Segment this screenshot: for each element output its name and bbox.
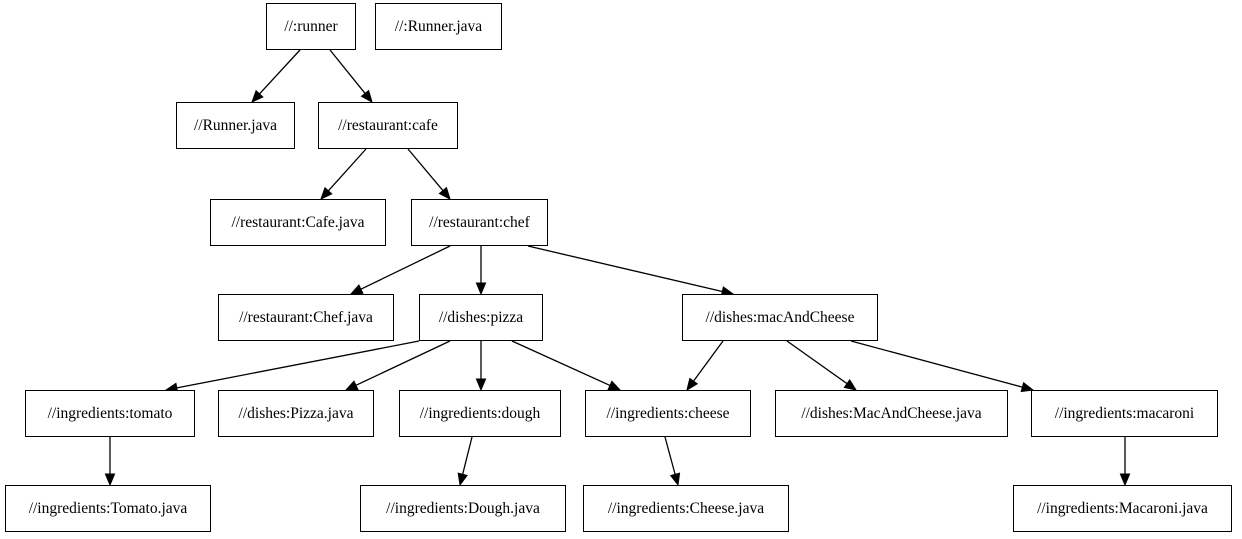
edge-dishes_pizza-to-ing_tomato (176, 340, 420, 389)
edge-dishes_mac-to-ing_cheese (692, 340, 724, 382)
arrowhead-ing_tomato-to-tomato_java (104, 473, 116, 487)
graph-node-label: //restaurant:chef (429, 213, 530, 231)
graph-node-label: //:Runner.java (394, 17, 483, 35)
arrowhead-restaurant_chef-to-chef_java (349, 284, 364, 295)
graph-node-label: //ingredients:cheese (606, 404, 730, 422)
graph-node-label: //ingredients:Macaroni.java (1037, 499, 1208, 517)
graph-node-ing_tomato[interactable]: //ingredients:tomato (25, 390, 195, 437)
graph-node-tomato_java[interactable]: //ingredients:Tomato.java (5, 485, 211, 532)
arrowhead-ing_cheese-to-cheese_java (669, 472, 681, 487)
graph-node-ing_dough[interactable]: //ingredients:dough (399, 390, 561, 437)
graph-node-label: //Runner.java (193, 116, 278, 134)
edge-ing_dough-to-dough_java (462, 436, 473, 475)
edge-runner-to-runner_java (258, 49, 301, 95)
edge-restaurant_cafe-to-restaurant_chef (407, 148, 444, 191)
edge-restaurant_chef-to-chef_java (360, 245, 451, 290)
graph-node-label: //ingredients:Dough.java (386, 499, 540, 517)
graph-node-label: //restaurant:Chef.java (239, 308, 373, 326)
arrowhead-restaurant_cafe-to-cafe_java (320, 186, 333, 200)
arrowhead-restaurant_cafe-to-restaurant_chef (438, 186, 451, 200)
edge-runner-to-restaurant_cafe (329, 49, 366, 94)
graph-node-label: //dishes:macAndCheese (705, 308, 855, 326)
arrowhead-runner-to-runner_java (251, 89, 264, 103)
graph-node-runner_java[interactable]: //Runner.java (176, 102, 295, 149)
graph-node-mac_java[interactable]: //dishes:MacAndCheese.java (775, 390, 1008, 437)
arrowhead-dishes_mac-to-mac_java (843, 378, 858, 391)
graph-node-dishes_pizza[interactable]: //dishes:pizza (419, 294, 543, 341)
arrowhead-dishes_pizza-to-pizza_java (344, 380, 359, 391)
graph-node-runner_java_root[interactable]: //:Runner.java (375, 3, 502, 50)
graph-node-label: //ingredients:tomato (47, 404, 173, 422)
graph-node-label: //dishes:pizza (438, 308, 524, 326)
graph-node-label: //restaurant:cafe (338, 116, 438, 134)
graph-node-cheese_java[interactable]: //ingredients:Cheese.java (583, 485, 789, 532)
edge-dishes_pizza-to-ing_cheese (511, 340, 611, 387)
graph-node-label: //ingredients:macaroni (1054, 404, 1195, 422)
arrowhead-restaurant_chef-to-dishes_pizza (475, 282, 487, 296)
arrowhead-dishes_mac-to-ing_macaroni (1020, 381, 1035, 393)
graph-node-restaurant_cafe[interactable]: //restaurant:cafe (318, 102, 458, 149)
edge-dishes_mac-to-ing_macaroni (850, 340, 1023, 388)
arrowhead-ing_dough-to-dough_java (457, 472, 468, 487)
graph-node-label: //dishes:MacAndCheese.java (801, 404, 982, 422)
edge-ing_cheese-to-cheese_java (664, 436, 676, 475)
arrowhead-dishes_pizza-to-ing_dough (475, 378, 487, 392)
graph-node-dough_java[interactable]: //ingredients:Dough.java (360, 485, 566, 532)
arrowhead-runner-to-restaurant_cafe (360, 89, 373, 104)
graph-node-dishes_mac[interactable]: //dishes:macAndCheese (682, 294, 878, 341)
graph-node-ing_macaroni[interactable]: //ingredients:macaroni (1031, 390, 1218, 437)
graph-node-macaroni_java[interactable]: //ingredients:Macaroni.java (1013, 485, 1232, 532)
edge-dishes_pizza-to-pizza_java (355, 340, 451, 386)
graph-node-label: //dishes:Pizza.java (238, 404, 354, 422)
graph-node-ing_cheese[interactable]: //ingredients:cheese (585, 390, 751, 437)
graph-node-label: //restaurant:Cafe.java (231, 213, 365, 231)
graph-node-chef_java[interactable]: //restaurant:Chef.java (218, 294, 394, 341)
graph-node-label: //ingredients:Tomato.java (28, 499, 188, 517)
arrowhead-dishes_mac-to-ing_cheese (686, 377, 699, 392)
graph-node-runner[interactable]: //:runner (266, 3, 356, 50)
edge-restaurant_cafe-to-cafe_java (327, 148, 367, 192)
graph-node-label: //ingredients:Cheese.java (607, 499, 765, 517)
edge-dishes_mac-to-mac_java (786, 340, 848, 385)
graph-node-label: //ingredients:dough (419, 404, 541, 422)
arrowhead-ing_macaroni-to-macaroni_java (1119, 473, 1131, 487)
graph-node-restaurant_chef[interactable]: //restaurant:chef (411, 199, 548, 246)
arrowhead-dishes_pizza-to-ing_cheese (607, 380, 622, 391)
graph-node-label: //:runner (284, 17, 338, 35)
graph-node-cafe_java[interactable]: //restaurant:Cafe.java (210, 199, 386, 246)
edge-restaurant_chef-to-dishes_mac (527, 245, 723, 293)
graph-node-pizza_java[interactable]: //dishes:Pizza.java (218, 390, 374, 437)
